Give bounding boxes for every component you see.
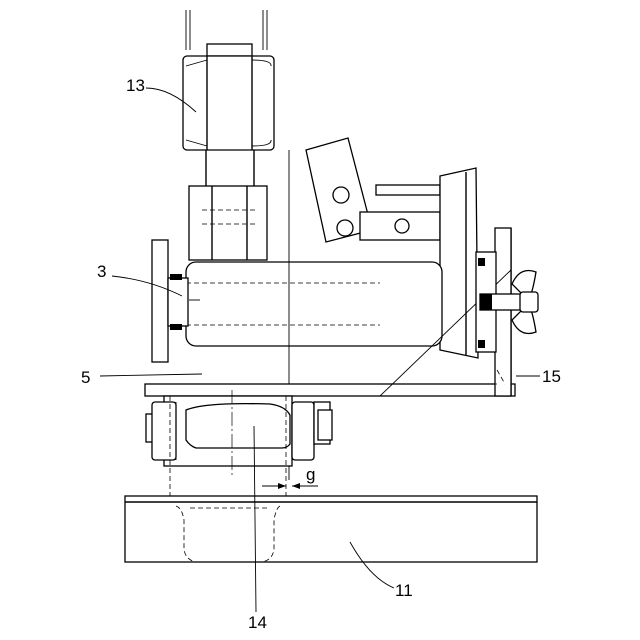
guide-hole xyxy=(395,219,409,233)
lower-hex-nut xyxy=(189,186,267,260)
flange xyxy=(152,240,188,362)
label-15: 15 xyxy=(542,367,561,386)
label-3: 3 xyxy=(97,262,106,281)
bracket-hole xyxy=(337,220,353,236)
label-5: 5 xyxy=(81,368,90,387)
label-g: g xyxy=(306,465,315,484)
label-13: 13 xyxy=(126,76,145,95)
stud xyxy=(206,150,254,186)
end-plate xyxy=(440,168,478,358)
hex-nut xyxy=(183,44,274,150)
bracket-hole xyxy=(333,187,349,203)
label-14: 14 xyxy=(248,613,267,632)
label-11: 11 xyxy=(395,581,413,600)
workpiece xyxy=(125,496,537,562)
guide-rods xyxy=(360,185,440,240)
